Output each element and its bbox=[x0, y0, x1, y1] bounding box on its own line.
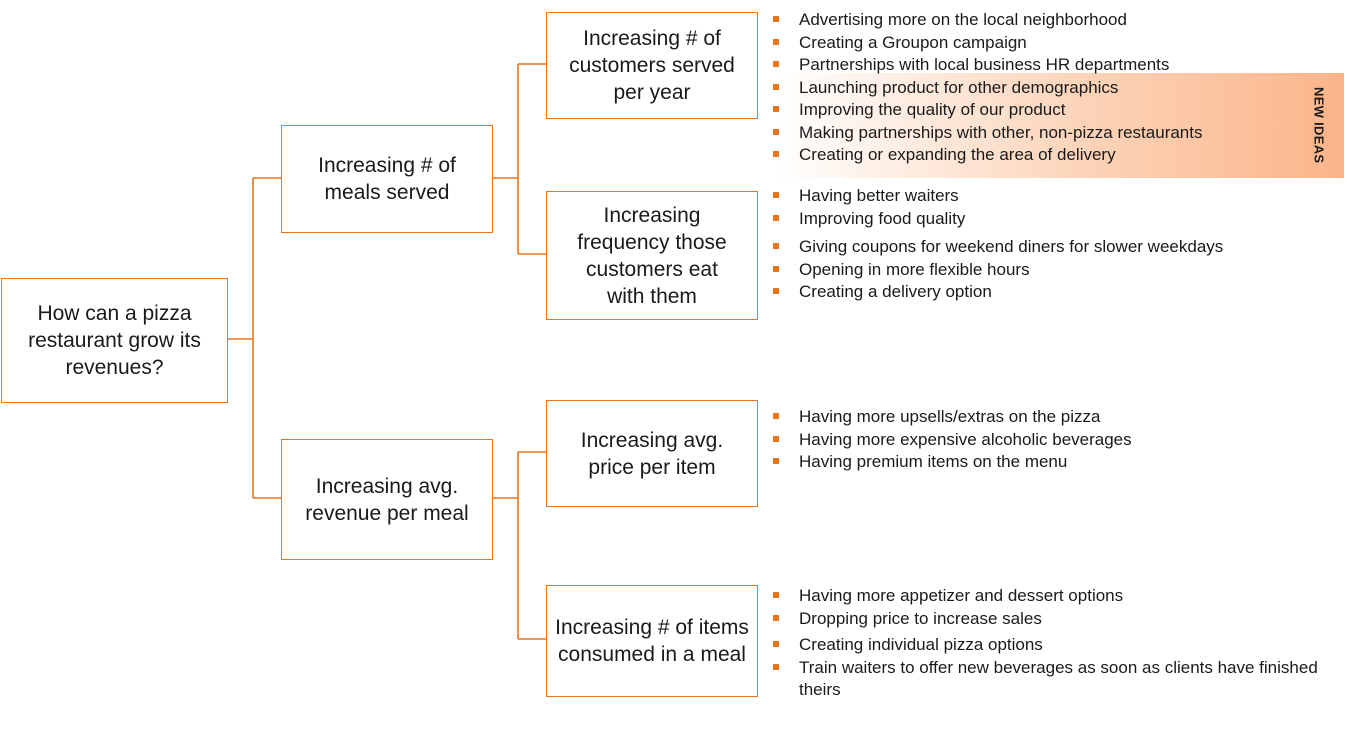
customers-ideas-list: Advertising more on the local neighborho… bbox=[771, 9, 1202, 167]
idea-item: Improving food quality bbox=[771, 208, 1223, 231]
root-question-box: How can a pizza restaurant grow its reve… bbox=[1, 278, 228, 403]
revenue-per-meal-box: Increasing avg. revenue per meal bbox=[281, 439, 493, 560]
connector-revenue bbox=[492, 451, 546, 640]
idea-item: Having better waiters bbox=[771, 185, 1223, 208]
idea-item: Advertising more on the local neighborho… bbox=[771, 9, 1202, 32]
frequency-ideas-list: Having better waiters Improving food qua… bbox=[771, 185, 1223, 304]
meals-served-box: Increasing # of meals served bbox=[281, 125, 493, 233]
customers-served-box: Increasing # of customers served per yea… bbox=[546, 12, 758, 119]
idea-item: Opening in more flexible hours bbox=[771, 259, 1223, 282]
new-ideas-label: NEW IDEAS bbox=[1311, 87, 1327, 164]
items-consumed-box: Increasing # of items consumed in a meal bbox=[546, 585, 758, 697]
idea-item: Creating or expanding the area of delive… bbox=[771, 144, 1202, 167]
connector-meals bbox=[492, 63, 546, 255]
idea-item: Having more expensive alcoholic beverage… bbox=[771, 429, 1132, 452]
idea-item: Creating individual pizza options bbox=[771, 634, 1319, 657]
idea-item: Dropping price to increase sales bbox=[771, 608, 1319, 631]
idea-item: Partnerships with local business HR depa… bbox=[771, 54, 1202, 77]
idea-item: Making partnerships with other, non-pizz… bbox=[771, 122, 1202, 145]
connector-root bbox=[228, 177, 281, 499]
idea-item: Having more upsells/extras on the pizza bbox=[771, 406, 1132, 429]
idea-item: Creating a delivery option bbox=[771, 281, 1223, 304]
idea-item: Train waiters to offer new beverages as … bbox=[771, 657, 1319, 702]
items-ideas-list: Having more appetizer and dessert option… bbox=[771, 585, 1319, 702]
idea-item: Having premium items on the menu bbox=[771, 451, 1132, 474]
idea-item: Creating a Groupon campaign bbox=[771, 32, 1202, 55]
price-ideas-list: Having more upsells/extras on the pizza … bbox=[771, 406, 1132, 474]
idea-item: Giving coupons for weekend diners for sl… bbox=[771, 236, 1223, 259]
price-per-item-box: Increasing avg. price per item bbox=[546, 400, 758, 507]
idea-item: Having more appetizer and dessert option… bbox=[771, 585, 1319, 608]
new-ideas-highlight bbox=[775, 73, 1344, 178]
idea-item: Launching product for other demographics bbox=[771, 77, 1202, 100]
idea-item: Improving the quality of our product bbox=[771, 99, 1202, 122]
frequency-box: Increasing frequency those customers eat… bbox=[546, 191, 758, 320]
